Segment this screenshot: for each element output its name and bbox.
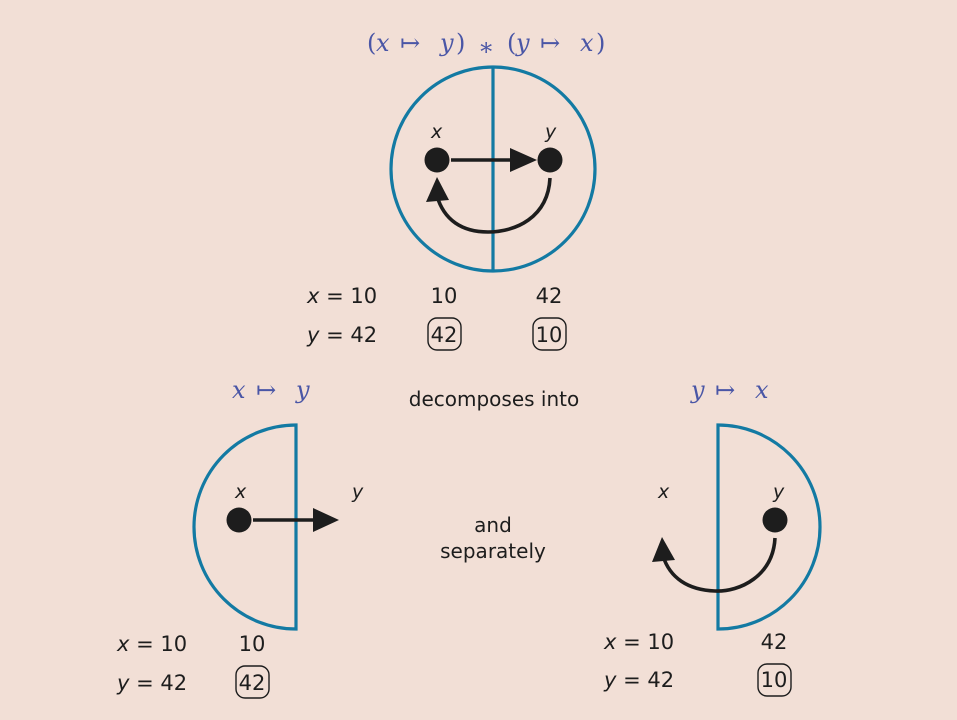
top-heap-circle: x y: [389, 65, 597, 273]
top-row2-right-value: 10: [536, 323, 563, 347]
arrowhead-icon: [313, 508, 339, 532]
right-row2-label: y = 42: [603, 668, 674, 692]
left-label-y: y: [351, 481, 364, 503]
right-title-y: y: [690, 376, 705, 404]
top-row2-left-value: 42: [431, 323, 458, 347]
left-title-y: y: [295, 376, 310, 404]
arrowhead-icon: [426, 177, 449, 202]
top-row2-label: y = 42: [306, 323, 377, 347]
changed-value-box: [427, 317, 462, 351]
heap-half-outline: [192, 423, 298, 631]
right-title-x: x: [755, 376, 769, 404]
top-row1-label: x = 10: [306, 284, 377, 308]
cell-x-dot: [424, 147, 450, 173]
cell-y-dot: [762, 507, 788, 533]
heap-half-outline: [716, 423, 822, 631]
pointer-arrow-y-to-x: [661, 537, 777, 593]
left-title-x: x: [232, 376, 246, 404]
changed-value-box: [235, 665, 270, 699]
left-row1-label: x = 10: [116, 632, 187, 656]
right-label-x: x: [657, 481, 670, 503]
changed-value-box: [757, 663, 792, 697]
arrowhead-icon: [652, 537, 675, 562]
left-heap-half: x y: [192, 423, 364, 631]
cell-x-dot: [226, 507, 252, 533]
right-heap-half: x y: [652, 423, 822, 631]
paren-close: ): [456, 29, 465, 57]
separately-label: separately: [440, 539, 546, 563]
left-title: x ↦ y: [232, 376, 310, 404]
left-values: x = 10 y = 42 10 42: [116, 632, 270, 699]
separating-conjunction-symbol: ∗: [478, 33, 494, 61]
top-label-y: y: [544, 121, 557, 143]
top-title-x: x: [376, 29, 390, 57]
pointer-arrow-y-to-x: [435, 177, 552, 234]
changed-value-box: [532, 317, 567, 351]
top-row1-right-value: 42: [536, 284, 563, 308]
top-label-x: x: [430, 121, 443, 143]
right-title: y ↦ x: [690, 376, 769, 404]
maps-to-symbol: ↦: [715, 376, 735, 404]
right-values: x = 10 y = 42 42 10: [603, 630, 792, 697]
top-title-x2: x: [580, 29, 594, 57]
and-label: and: [474, 513, 512, 537]
maps-to-symbol: ↦: [256, 376, 276, 404]
paren-open: (: [367, 29, 376, 57]
left-label-x: x: [234, 481, 247, 503]
decomposes-into-label: decomposes into: [409, 387, 579, 411]
arrowhead-icon: [510, 148, 537, 172]
left-row1-value: 10: [239, 632, 266, 656]
right-row1-label: x = 10: [603, 630, 674, 654]
top-row1-left-value: 10: [431, 284, 458, 308]
maps-to-symbol: ↦: [540, 29, 560, 57]
paren-open: (: [507, 29, 516, 57]
cell-y-dot: [537, 147, 563, 173]
left-row2-label: y = 42: [116, 671, 187, 695]
top-title: ( x ↦ y ) ∗ ( y ↦ x ): [367, 29, 605, 61]
left-row2-value: 42: [239, 671, 266, 695]
paren-close: ): [596, 29, 605, 57]
top-title-y: y: [439, 29, 454, 57]
right-label-y: y: [772, 481, 785, 503]
right-row2-value: 10: [761, 668, 788, 692]
maps-to-symbol: ↦: [400, 29, 420, 57]
right-row1-value: 42: [761, 630, 788, 654]
top-title-y2: y: [515, 29, 530, 57]
top-values: x = 10 y = 42 10 42 42 10: [306, 284, 567, 351]
